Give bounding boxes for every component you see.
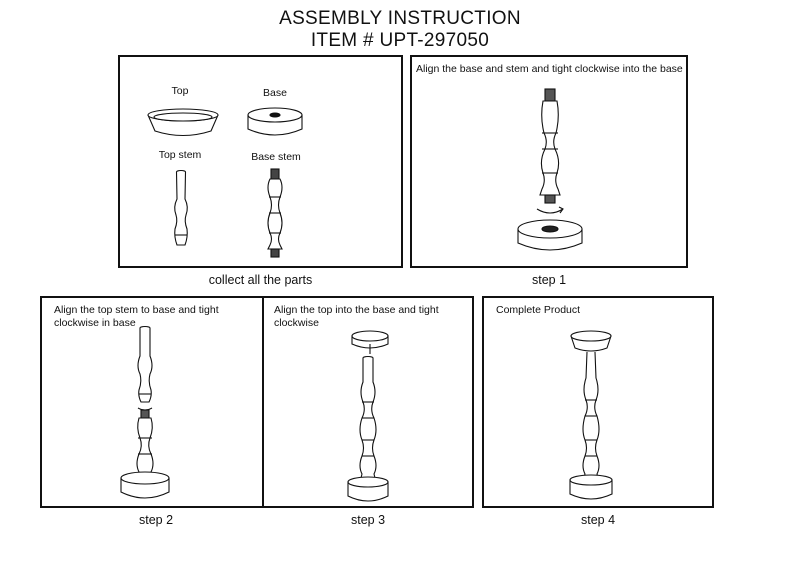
step-3-instruction: Align the top into the base and tight cl…	[274, 304, 439, 329]
step-4-instruction: Complete Product	[496, 304, 581, 316]
item-number: ITEM # UPT-297050	[310, 30, 490, 51]
part-label-top: Top	[171, 85, 189, 97]
part-label-top-stem: Top stem	[158, 149, 202, 161]
base-disc-icon	[517, 219, 583, 251]
top-stem-icon	[174, 169, 188, 246]
base-stem-icon	[136, 409, 154, 479]
document-title: ASSEMBLY INSTRUCTION	[279, 8, 521, 29]
base-disc-icon	[347, 476, 389, 502]
base-stem-icon	[539, 88, 561, 204]
step-3-caption: step 3	[350, 513, 386, 527]
step-2-illustration	[120, 325, 170, 499]
parts-caption: collect all the parts	[208, 273, 313, 287]
base-disc-icon	[120, 471, 170, 499]
assembled-stem-icon	[359, 355, 377, 483]
step-1-caption: step 1	[531, 273, 567, 287]
step-4-caption: step 4	[580, 513, 616, 527]
parts-illustration	[147, 107, 303, 258]
part-label-base-stem: Base stem	[251, 151, 301, 163]
step-3-panel: Align the top into the base and tight cl…	[262, 296, 474, 508]
step-2-instruction: Align the top stem to base and tight clo…	[54, 304, 219, 329]
step-4-panel: Complete Product	[482, 296, 714, 508]
step-1-illustration	[517, 88, 583, 251]
base-disc-icon	[247, 107, 303, 136]
part-label-base: Base	[263, 87, 287, 99]
step-3-illustration	[347, 330, 389, 502]
base-stem-icon	[267, 168, 283, 258]
step-1-panel: Align the base and stem and tight clockw…	[410, 55, 688, 268]
rotate-arrow-icon	[536, 206, 564, 214]
top-tray-icon	[147, 108, 219, 137]
step-2-panel: Align the top stem to base and tight clo…	[40, 296, 272, 508]
top-stem-icon	[137, 325, 153, 403]
top-tray-icon	[351, 330, 389, 354]
step-2-caption: step 2	[138, 513, 174, 527]
step-1-instruction: Align the base and stem and tight clockw…	[416, 63, 683, 75]
parts-panel: Top Base Top stem Base stem	[118, 55, 403, 268]
step-4-illustration	[569, 330, 613, 500]
complete-product-icon	[569, 330, 613, 500]
